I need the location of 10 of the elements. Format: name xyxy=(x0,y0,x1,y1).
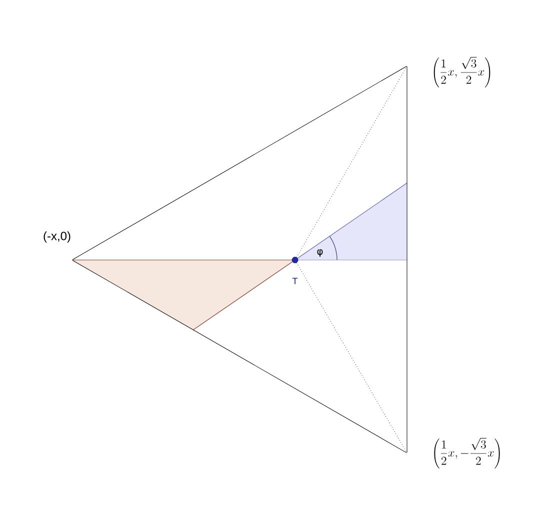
edge-line xyxy=(72,260,407,454)
edge-line xyxy=(406,66,408,453)
point-label: T xyxy=(292,278,298,284)
point-label: $\left( \frac{1}{2}x, \frac{\sqrt{3}}{2}x \right)$ xyxy=(434,57,490,88)
edge-line xyxy=(296,66,408,258)
point-label: $\left( \frac{1}{2}x, -\frac{\sqrt{3}}{2}x \right)$ xyxy=(434,438,500,468)
edge-line xyxy=(72,66,407,260)
edge-line xyxy=(296,262,408,453)
angle-label: φ xyxy=(317,249,323,257)
point-label: (-x,0) xyxy=(44,231,70,243)
